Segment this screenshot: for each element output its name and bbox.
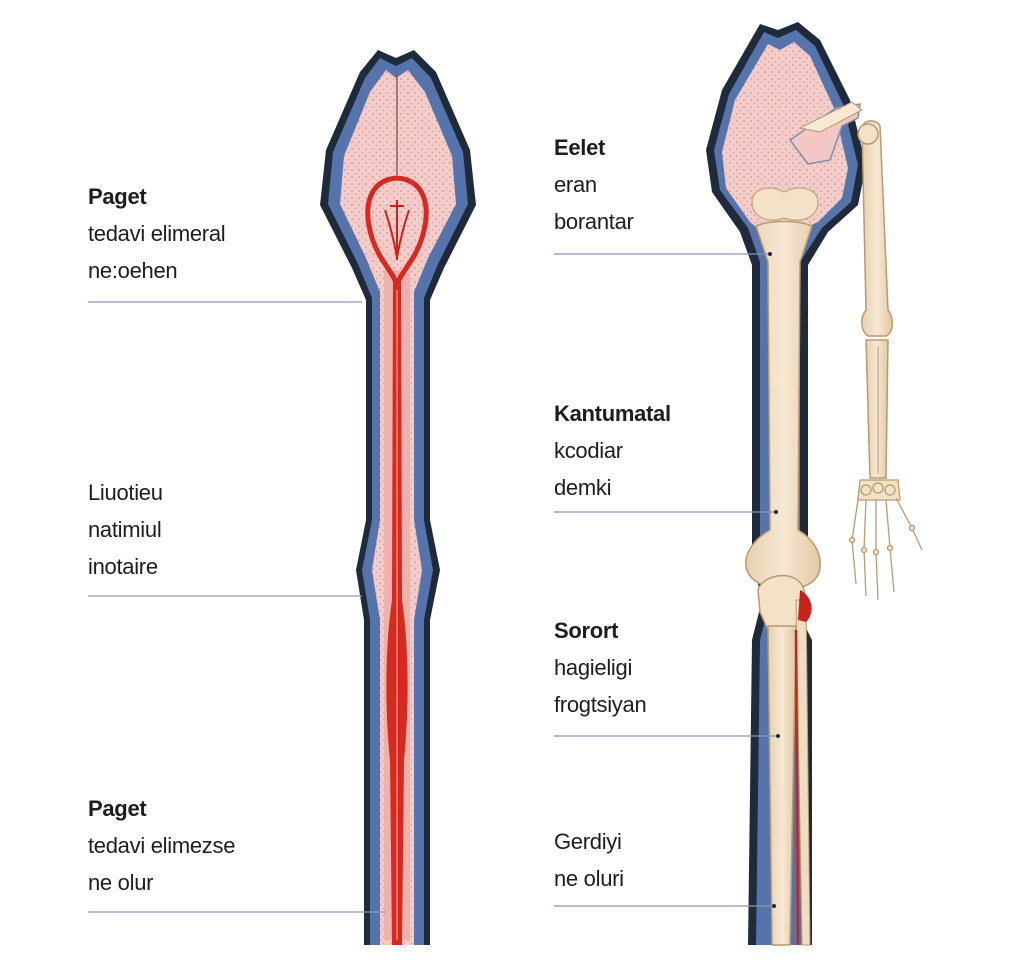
label-right-3-line-1: hagieligi xyxy=(554,655,633,680)
shoulder-joint xyxy=(857,123,879,145)
scapula-tab xyxy=(798,101,863,133)
hand-bones xyxy=(848,479,923,601)
label-left-3: Paget tedavi elimezse ne olur xyxy=(88,790,235,901)
tibia-shaft xyxy=(767,625,797,946)
artery-highlight xyxy=(396,290,398,940)
label-right-4-line-2: ne oluri xyxy=(554,866,624,891)
label-right-4: Gerdiyi ne oluri xyxy=(554,823,624,897)
label-right-2: Kantumatal kcodiar demki xyxy=(554,395,671,506)
left-bone-cross-section xyxy=(320,50,476,945)
label-left-3-line-1: tedavi elimezse xyxy=(88,833,236,858)
right-bone-cancellous-head xyxy=(722,42,848,234)
femur-shaft xyxy=(745,220,821,590)
arm-humerus xyxy=(861,120,893,337)
right-bone-assembly xyxy=(706,22,923,946)
label-left-2-line-2: natimiul xyxy=(88,517,162,542)
label-left-1: Paget tedavi elimeral ne:oehen xyxy=(88,178,226,289)
upper-condyle xyxy=(751,187,819,222)
label-right-1-title: Eelet xyxy=(554,135,606,160)
label-right-1-line-2: borantar xyxy=(554,209,634,234)
label-left-2-line-1: Liuotieu xyxy=(88,480,163,505)
label-right-1-line-1: eran xyxy=(554,172,597,197)
arm-forearm xyxy=(865,339,889,479)
label-right-3: Sorort hagieligi frogtsiyan xyxy=(554,612,647,723)
label-left-2: Liuotieu natimiul inotaire xyxy=(88,474,163,585)
label-right-3-title: Sorort xyxy=(554,618,619,643)
leader-line-endpoints xyxy=(768,252,780,908)
label-right-2-line-2: demki xyxy=(554,475,612,500)
label-right-1: Eelet eran borantar xyxy=(554,129,634,240)
leader-lines xyxy=(88,253,778,913)
label-left-3-title: Paget xyxy=(88,796,147,821)
label-left-3-line-2: ne olur xyxy=(88,870,154,895)
label-left-1-line-1: tedavi elimeral xyxy=(88,221,226,246)
artery-branches xyxy=(384,200,410,260)
lower-leg-vessel xyxy=(798,590,812,622)
label-right-3-line-2: frogtsiyan xyxy=(554,692,647,717)
label-right-2-line-1: kcodiar xyxy=(554,438,623,463)
label-left-2-line-3: inotaire xyxy=(88,554,158,579)
label-right-2-title: Kantumatal xyxy=(554,401,671,426)
label-left-1-title: Paget xyxy=(88,184,147,209)
label-left-1-line-2: ne:oehen xyxy=(88,258,178,283)
lower-leg-vessel-line xyxy=(794,629,800,946)
label-right-4-line-1: Gerdiyi xyxy=(554,829,622,854)
